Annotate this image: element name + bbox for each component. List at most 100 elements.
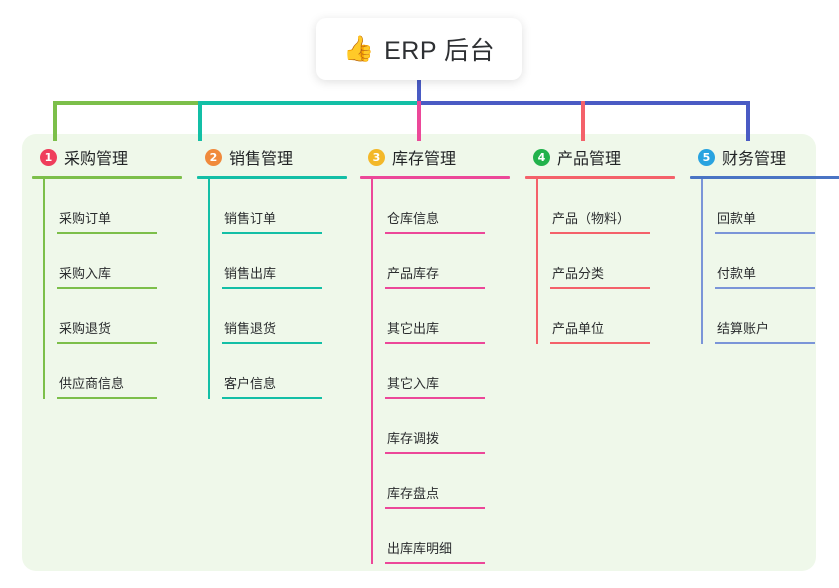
- branch-item-label: 库存调拨: [387, 431, 440, 446]
- branch-underline: [690, 176, 839, 179]
- branch-item-label: 产品分类: [552, 266, 605, 281]
- branch-header-2[interactable]: 2 销售管理: [197, 144, 347, 170]
- branch-spine: [371, 179, 373, 564]
- branch-item[interactable]: 产品单位: [550, 289, 650, 344]
- branch-item-underline: [550, 232, 650, 234]
- connector-drop-1: [53, 101, 57, 141]
- branch-item[interactable]: 销售退货: [222, 289, 322, 344]
- branch-item-underline: [550, 287, 650, 289]
- connector-drop-5: [746, 101, 750, 141]
- branch-item-label: 采购入库: [59, 266, 112, 281]
- branch-number-badge: 3: [368, 148, 385, 166]
- branch-item-underline: [222, 232, 322, 234]
- branch-spine: [43, 179, 45, 399]
- branch-item[interactable]: 付款单: [715, 234, 815, 289]
- branch-item[interactable]: 销售出库: [222, 234, 322, 289]
- branch-number-badge: 4: [533, 148, 550, 166]
- branch-column-2: 2 销售管理销售订单销售出库销售退货客户信息: [197, 144, 347, 399]
- connector-root-stem: [417, 80, 421, 104]
- branch-item-label: 出库库明细: [387, 541, 453, 556]
- branch-item-underline: [57, 342, 157, 344]
- branch-item-underline: [385, 342, 485, 344]
- branch-item[interactable]: 其它出库: [385, 289, 485, 344]
- diagram-panel: [22, 134, 816, 571]
- branch-column-5: 5 财务管理回款单付款单结算账户: [690, 144, 839, 344]
- branch-title: 产品管理: [557, 151, 622, 168]
- branch-item[interactable]: 采购订单: [57, 179, 157, 234]
- branch-item-label: 付款单: [717, 266, 757, 281]
- connector-bus-green: [53, 101, 200, 105]
- branch-item-list: 采购订单采购入库采购退货供应商信息: [43, 179, 182, 399]
- branch-item[interactable]: 采购退货: [57, 289, 157, 344]
- branch-item-list: 回款单付款单结算账户: [701, 179, 839, 344]
- branch-item-underline: [57, 232, 157, 234]
- branch-item-list: 仓库信息产品库存其它出库其它入库库存调拨库存盘点出库库明细: [371, 179, 510, 564]
- branch-item[interactable]: 库存调拨: [385, 399, 485, 454]
- branch-header-3[interactable]: 3 库存管理: [360, 144, 510, 170]
- branch-item-underline: [222, 287, 322, 289]
- branch-number-badge: 1: [40, 148, 57, 166]
- branch-item-underline: [385, 397, 485, 399]
- connector-drop-3: [417, 101, 421, 141]
- branch-item[interactable]: 供应商信息: [57, 344, 157, 399]
- branch-item-underline: [57, 397, 157, 399]
- branch-underline: [360, 176, 510, 179]
- root-node[interactable]: 👍 ERP 后台: [316, 18, 522, 80]
- branch-item-underline: [385, 452, 485, 454]
- branch-underline: [525, 176, 675, 179]
- branch-item[interactable]: 客户信息: [222, 344, 322, 399]
- branch-item-underline: [385, 287, 485, 289]
- branch-item-label: 产品单位: [552, 321, 605, 336]
- branch-item-underline: [222, 397, 322, 399]
- branch-column-4: 4 产品管理产品（物料） 产品分类产品单位: [525, 144, 675, 344]
- branch-header-4[interactable]: 4 产品管理: [525, 144, 675, 170]
- branch-item-label: 采购订单: [59, 211, 112, 226]
- branch-header-5[interactable]: 5 财务管理: [690, 144, 839, 170]
- branch-title: 销售管理: [229, 151, 294, 168]
- branch-item-label: 库存盘点: [387, 486, 440, 501]
- root-node-title: ERP 后台: [384, 37, 496, 65]
- branch-item-label: 其它入库: [387, 376, 440, 391]
- branch-item-label: 供应商信息: [59, 376, 125, 391]
- branch-item[interactable]: 采购入库: [57, 234, 157, 289]
- branch-spine: [536, 179, 538, 344]
- branch-item-label: 销售退货: [224, 321, 277, 336]
- branch-title: 采购管理: [64, 151, 129, 168]
- branch-item-label: 客户信息: [224, 376, 277, 391]
- branch-item-underline: [715, 232, 815, 234]
- branch-item-label: 产品（物料）: [552, 211, 631, 226]
- branch-item[interactable]: 产品库存: [385, 234, 485, 289]
- branch-column-1: 1 采购管理采购订单采购入库采购退货供应商信息: [32, 144, 182, 399]
- branch-spine: [701, 179, 703, 344]
- branch-number-badge: 2: [205, 148, 222, 166]
- branch-item-underline: [385, 232, 485, 234]
- branch-item[interactable]: 产品分类: [550, 234, 650, 289]
- branch-item[interactable]: 结算账户: [715, 289, 815, 344]
- branch-item-list: 产品（物料） 产品分类产品单位: [536, 179, 675, 344]
- branch-header-1[interactable]: 1 采购管理: [32, 144, 182, 170]
- branch-item[interactable]: 产品（物料）: [550, 179, 650, 234]
- branch-item-label: 采购退货: [59, 321, 112, 336]
- branch-item-label: 销售订单: [224, 211, 277, 226]
- connector-drop-2: [198, 101, 202, 141]
- branch-item[interactable]: 其它入库: [385, 344, 485, 399]
- branch-item[interactable]: 回款单: [715, 179, 815, 234]
- branch-item-underline: [385, 562, 485, 564]
- branch-item-label: 其它出库: [387, 321, 440, 336]
- branch-item-underline: [715, 287, 815, 289]
- connector-bus-teal: [198, 101, 419, 105]
- branch-item-label: 销售出库: [224, 266, 277, 281]
- branch-title: 财务管理: [722, 151, 787, 168]
- branch-underline: [32, 176, 182, 179]
- branch-title: 库存管理: [392, 151, 457, 168]
- branch-item-underline: [385, 507, 485, 509]
- branch-item-underline: [222, 342, 322, 344]
- branch-item[interactable]: 库存盘点: [385, 454, 485, 509]
- branch-item-label: 结算账户: [717, 321, 770, 336]
- branch-item[interactable]: 出库库明细: [385, 509, 485, 564]
- branch-item[interactable]: 销售订单: [222, 179, 322, 234]
- connector-drop-4: [581, 101, 585, 141]
- branch-column-3: 3 库存管理仓库信息产品库存其它出库其它入库库存调拨库存盘点出库库明细: [360, 144, 510, 564]
- branch-item[interactable]: 仓库信息: [385, 179, 485, 234]
- branch-number-badge: 5: [698, 148, 715, 166]
